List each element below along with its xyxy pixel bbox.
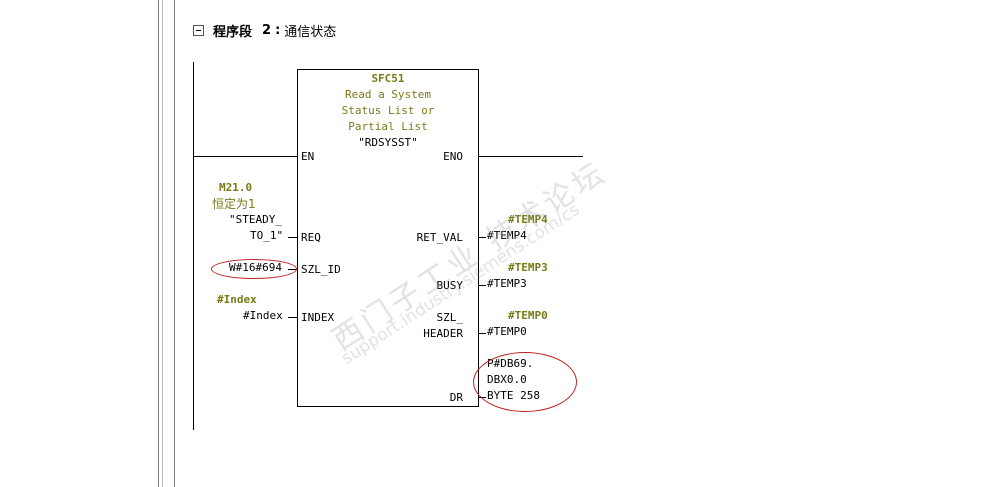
index-wire bbox=[288, 317, 297, 318]
eno-wire bbox=[478, 156, 583, 157]
sfc51-block[interactable]: SFC51 Read a System Status List or Parti… bbox=[297, 69, 479, 407]
network-header[interactable]: 程序段 2 : 通信状态 bbox=[193, 21, 336, 40]
en-wire bbox=[193, 156, 297, 157]
busy-value[interactable]: #TEMP3 bbox=[487, 277, 527, 290]
highlight-ring-dr bbox=[473, 352, 577, 412]
pin-dr: DR bbox=[449, 391, 463, 404]
network-number: 2 bbox=[262, 23, 272, 38]
network-title: 通信状态 bbox=[284, 25, 337, 40]
power-rail bbox=[193, 62, 194, 430]
pin-szl-id: SZL_ID bbox=[301, 263, 341, 276]
block-desc-2: Status List or bbox=[341, 104, 435, 117]
busy-wire bbox=[478, 285, 486, 286]
ret-val-value[interactable]: #TEMP4 bbox=[487, 229, 527, 242]
pin-index: INDEX bbox=[301, 311, 335, 324]
pin-eno: ENO bbox=[443, 150, 463, 163]
pin-en: EN bbox=[301, 150, 315, 163]
header-value[interactable]: #TEMP0 bbox=[487, 325, 527, 338]
ret-val-wire bbox=[478, 237, 486, 238]
index-value[interactable]: #Index bbox=[243, 309, 283, 322]
ret-val-label: #TEMP4 bbox=[508, 213, 548, 226]
pin-szl-header-1: SZL_ bbox=[436, 311, 464, 324]
editor-border-left-3 bbox=[174, 0, 175, 487]
pin-req: REQ bbox=[301, 231, 321, 244]
block-desc-1: Read a System bbox=[344, 88, 432, 101]
network-label: 程序段 bbox=[213, 25, 253, 40]
editor-border-left-2 bbox=[162, 0, 163, 487]
req-comment: 恒定为1 bbox=[212, 197, 256, 211]
pin-ret-val: RET_VAL bbox=[416, 231, 463, 244]
network-separator: : bbox=[275, 23, 281, 38]
req-symbol-1[interactable]: "STEADY_ bbox=[229, 213, 282, 226]
collapse-icon[interactable] bbox=[193, 25, 204, 36]
highlight-ring-szl-id bbox=[211, 259, 297, 279]
header-wire bbox=[478, 333, 486, 334]
busy-label: #TEMP3 bbox=[508, 261, 548, 274]
req-address: M21.0 bbox=[219, 181, 253, 194]
req-wire bbox=[288, 237, 297, 238]
req-symbol-2[interactable]: TO_1" bbox=[250, 229, 284, 242]
editor-border-left-1 bbox=[158, 0, 159, 487]
block-symbol: "RDSYSST" bbox=[358, 136, 418, 149]
pin-szl-header-2: HEADER bbox=[423, 327, 463, 340]
block-name: SFC51 bbox=[371, 72, 405, 85]
block-desc-3: Partial List bbox=[348, 120, 428, 133]
header-label: #TEMP0 bbox=[508, 309, 548, 322]
pin-busy: BUSY bbox=[436, 279, 464, 292]
index-label: #Index bbox=[217, 293, 257, 306]
